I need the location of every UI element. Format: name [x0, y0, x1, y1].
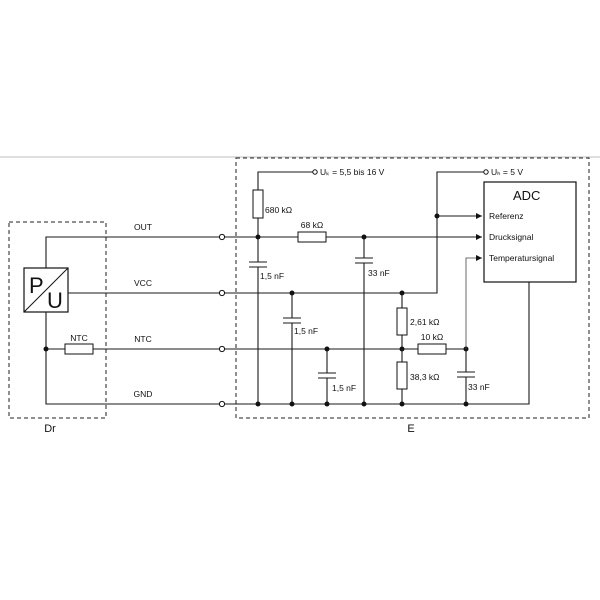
adc-title: ADC	[513, 188, 540, 203]
electronics-block-outline	[235, 157, 590, 419]
ntc-resistor-label: NTC	[70, 333, 87, 343]
resistor-10k-label: 10 kΩ	[421, 332, 443, 342]
capacitor-vcc	[283, 293, 301, 404]
junction-vcc-cap	[289, 290, 295, 296]
pressure-transducer: P U	[23, 267, 69, 313]
terminal-out	[218, 233, 226, 241]
electronics-block-label: E	[407, 423, 414, 435]
sensor-block-label: Dr	[44, 423, 56, 435]
resistor-38-3k-label: 38,3 kΩ	[410, 372, 440, 382]
us-supply-wire	[257, 171, 313, 190]
terminal-ntc	[218, 345, 226, 353]
terminal-vcc	[218, 289, 226, 297]
resistor-2-61k-label: 2,61 kΩ	[410, 317, 440, 327]
capacitor-33nf-upper-label: 33 nF	[368, 268, 390, 278]
adc-block	[483, 181, 577, 283]
line-label-ntc: NTC	[134, 334, 151, 344]
junction-out-33nf	[361, 234, 367, 240]
junction-gnd-cvcc	[289, 401, 295, 407]
line-label-gnd: GND	[134, 389, 153, 399]
capacitor-out-label: 1,5 nF	[260, 271, 284, 281]
capacitor-out	[249, 237, 267, 404]
adc-input-referenz: Referenz	[489, 211, 524, 221]
transducer-p-label: P	[29, 273, 44, 298]
resistor-680k-label: 680 kΩ	[265, 205, 292, 215]
junction-ntc-sensor	[43, 346, 49, 352]
temperatur-wire	[465, 257, 482, 349]
supply-label-ub: Uₕ = 5 V	[491, 167, 523, 177]
capacitor-33nf-lower-label: 33 nF	[468, 382, 490, 392]
line-label-out: OUT	[134, 222, 152, 232]
adc-input-drucksignal: Drucksignal	[489, 232, 534, 242]
sensor-block-outline	[8, 221, 107, 419]
junction-gnd-cntc	[324, 401, 330, 407]
resistor-10k	[417, 343, 447, 355]
capacitor-ntc	[318, 349, 336, 404]
arrow-drucksignal	[476, 234, 482, 240]
junction-gnd-c33lower	[463, 401, 469, 407]
resistor-68k-label: 68 kΩ	[301, 220, 323, 230]
resistor-68k	[297, 231, 327, 243]
capacitor-33nf-lower	[457, 349, 475, 404]
junction-gnd-cout	[255, 401, 261, 407]
capacitor-ntc-label: 1,5 nF	[332, 383, 356, 393]
ntc-resistor	[64, 343, 94, 355]
supply-terminal-us	[312, 169, 318, 175]
junction-vcc-r261k	[399, 290, 405, 296]
supply-terminal-ub	[483, 169, 489, 175]
transducer-u-label: U	[47, 288, 63, 313]
junction-referenz	[434, 213, 440, 219]
junction-ntc-cap	[324, 346, 330, 352]
junction-gnd-r383k	[399, 401, 405, 407]
terminal-gnd	[218, 400, 226, 408]
capacitor-33nf-upper	[355, 237, 373, 404]
arrow-referenz	[476, 213, 482, 219]
resistor-680k	[252, 189, 264, 219]
supply-label-us: Uₖ = 5,5 bis 16 V	[320, 167, 385, 177]
vcc-wire-e	[225, 171, 484, 294]
resistor-2-61k	[396, 307, 408, 336]
capacitor-vcc-label: 1,5 nF	[294, 326, 318, 336]
arrow-temperatursignal	[476, 255, 482, 261]
junction-gnd-33nf	[361, 401, 367, 407]
junction-out-680k	[255, 234, 261, 240]
out-wire-left	[45, 236, 220, 268]
adc-input-temperatursignal: Temperatursignal	[489, 253, 554, 263]
line-label-vcc: VCC	[134, 278, 152, 288]
resistor-38-3k	[396, 361, 408, 390]
gnd-wire-left	[45, 312, 220, 405]
